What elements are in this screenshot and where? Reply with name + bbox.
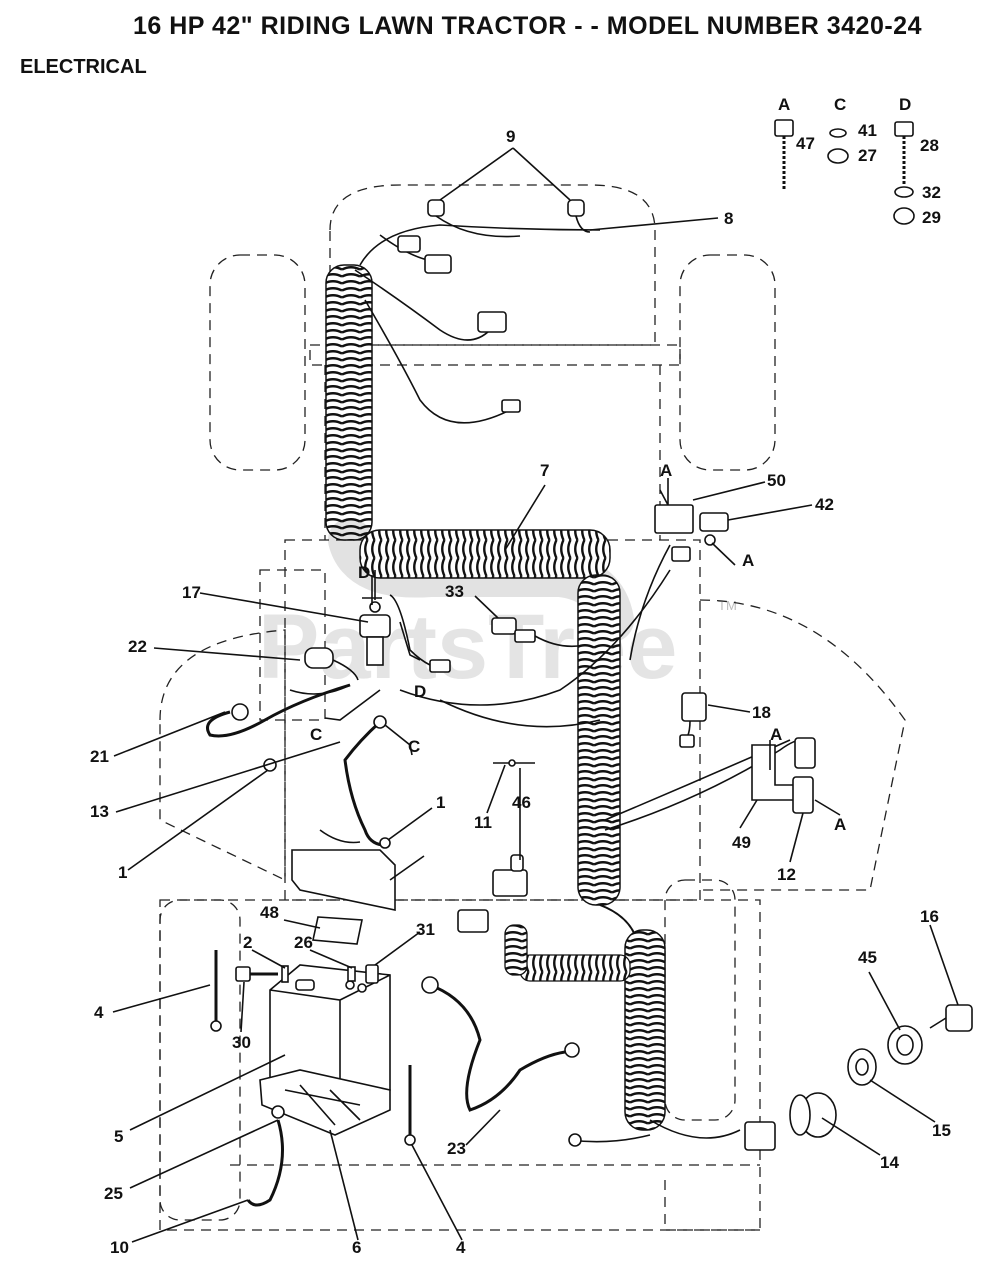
ref-a-top: A [660,461,672,480]
callout-33: 33 [445,582,464,601]
callout-1-upper: 1 [436,793,445,812]
callout-10: 10 [110,1238,129,1257]
callout-17: 17 [182,583,201,602]
callout-25: 25 [104,1184,123,1203]
section-label: ELECTRICAL [20,56,147,78]
callout-4-bottom: 4 [456,1238,466,1257]
callout-7: 7 [540,461,549,480]
legend-part-27: 27 [858,146,877,165]
legend-part-47: 47 [796,134,815,153]
ref-d-upper: D [358,563,370,582]
legend-letter-d: D [899,95,911,114]
callout-18: 18 [752,703,771,722]
callout-9: 9 [506,127,515,146]
callout-15: 15 [932,1121,951,1140]
ref-a-switch: A [742,551,754,570]
callout-6: 6 [352,1238,361,1257]
callout-31: 31 [416,920,435,939]
legend-part-32: 32 [922,183,941,202]
ignition-area [568,1004,973,1151]
callout-5: 5 [114,1127,123,1146]
callout-4-left: 4 [94,1003,104,1022]
ref-c-right: C [408,737,420,756]
ref-a-right: A [834,815,846,834]
callout-16: 16 [920,907,939,926]
ref-d-lower: D [414,682,426,701]
ref-a-bracket: A [770,725,782,744]
solenoid-assembly [206,569,671,847]
callout-23: 23 [447,1139,466,1158]
callout-12: 12 [777,865,796,884]
callout-48: 48 [260,903,279,922]
callout-1-lower: 1 [118,863,127,882]
callout-11: 11 [474,813,492,832]
callout-2: 2 [243,933,252,952]
callout-42: 42 [815,495,834,514]
callout-49: 49 [732,833,751,852]
callout-45: 45 [858,948,877,967]
legend-part-28: 28 [920,136,939,155]
diagram-title: 16 HP 42" RIDING LAWN TRACTOR - - MODEL … [133,12,922,40]
seat-switch-area [604,504,816,831]
watermark-tm: TM [718,598,737,613]
hardware-legend-icons [774,119,915,225]
callout-26: 26 [294,933,313,952]
legend-part-29: 29 [922,208,941,227]
callout-13: 13 [90,802,109,821]
callout-50: 50 [767,471,786,490]
coiled-harness [325,264,666,1131]
callout-46: 46 [512,793,531,812]
callout-21: 21 [90,747,109,766]
leader-lines [112,147,959,1243]
front-harness [354,199,601,424]
tractor-outline [159,184,906,1231]
legend-part-41: 41 [858,121,877,140]
ref-c-left: C [310,725,322,744]
callout-8: 8 [724,209,733,228]
callout-22: 22 [128,637,147,656]
legend-letter-a: A [778,95,790,114]
legend-letter-c: C [834,95,846,114]
callout-14: 14 [880,1153,899,1172]
callout-30: 30 [232,1033,251,1052]
battery-area [210,758,580,1207]
